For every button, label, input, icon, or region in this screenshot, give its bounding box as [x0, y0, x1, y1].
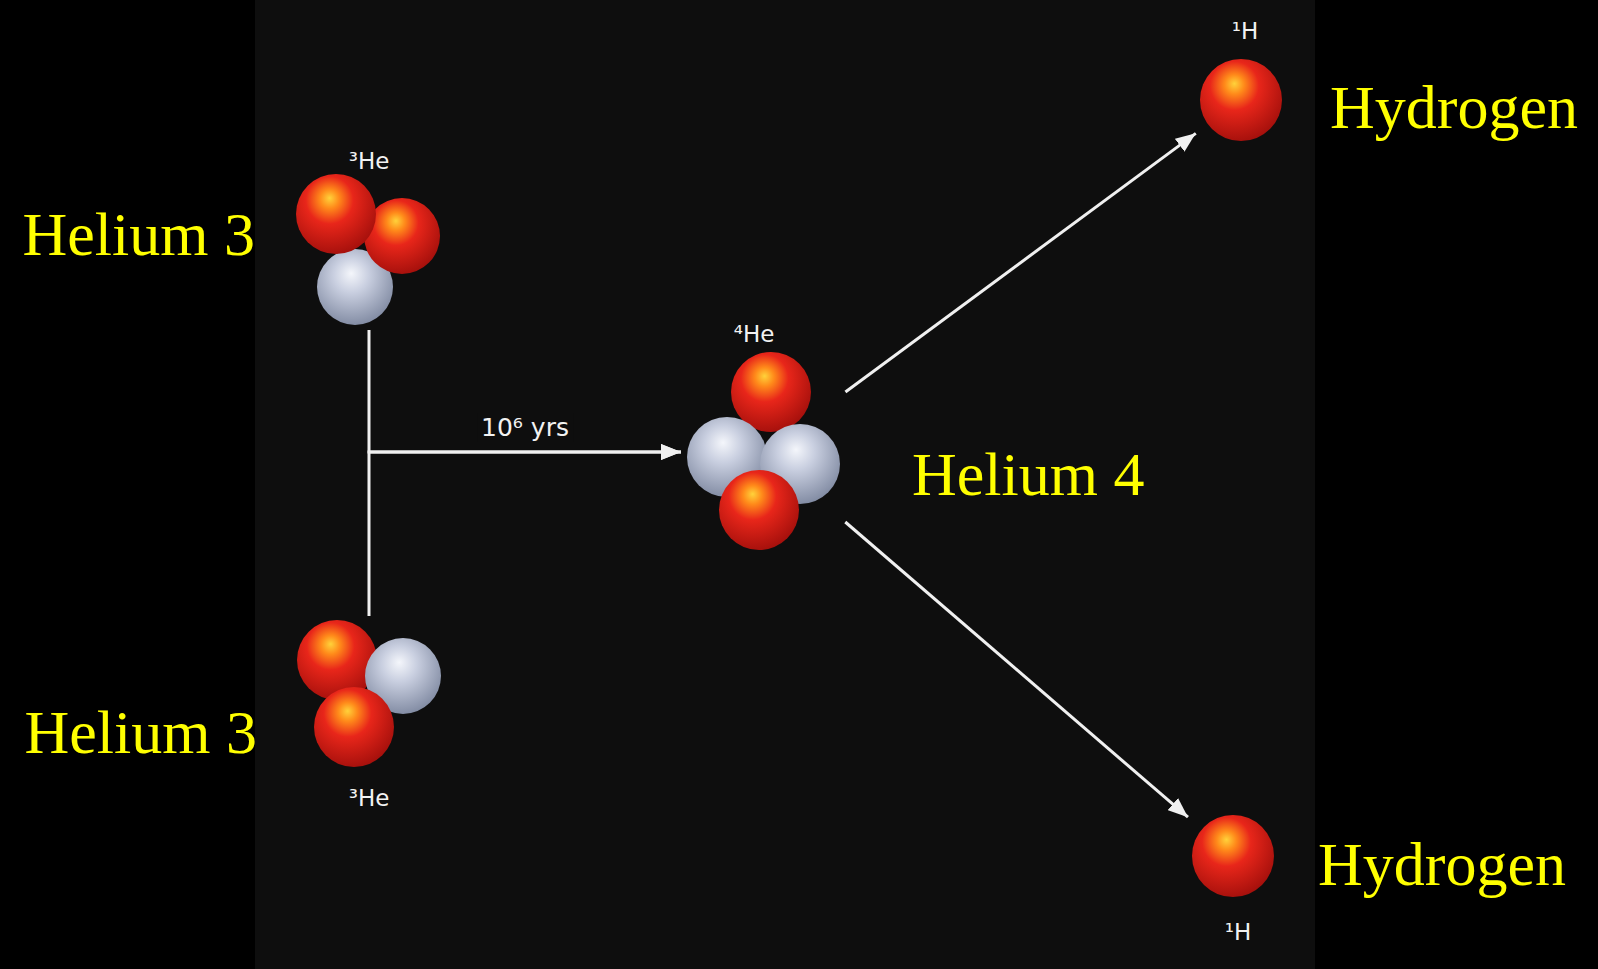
proton-sphere	[1192, 815, 1274, 897]
proton-sphere	[296, 174, 376, 254]
reaction-arrow	[369, 330, 681, 452]
isotope-symbol: ¹H	[1232, 18, 1259, 44]
isotope-name: Helium 3	[23, 200, 255, 268]
isotope-name: Helium 4	[912, 440, 1144, 508]
reaction-arrow	[845, 522, 1188, 817]
time-label: 10⁶ yrs	[477, 413, 573, 442]
proton-sphere	[314, 687, 394, 767]
proton-sphere	[1200, 59, 1282, 141]
nucleus-picture	[685, 352, 843, 552]
nucleus-node: ³HeHelium 3	[296, 619, 442, 769]
nucleus-picture	[1191, 814, 1275, 898]
nucleus-node: ¹HHydrogen	[1191, 814, 1275, 898]
isotope-name: Hydrogen	[1330, 73, 1578, 141]
nucleus-node: ³HeHelium 3	[298, 175, 440, 327]
reaction-arrow	[369, 452, 681, 616]
reaction-arrow	[845, 133, 1195, 392]
isotope-symbol: ⁴He	[734, 321, 775, 347]
image-panel	[255, 0, 1315, 969]
proton-sphere	[297, 620, 377, 700]
isotope-name: Helium 3	[25, 698, 257, 766]
proton-sphere	[731, 352, 811, 432]
isotope-name: Hydrogen	[1318, 830, 1566, 898]
isotope-symbol: ¹H	[1225, 919, 1252, 945]
proton-sphere	[719, 470, 799, 550]
nucleus-node: ¹HHydrogen	[1199, 58, 1283, 142]
nucleus-picture	[296, 619, 442, 769]
nucleus-picture	[1199, 58, 1283, 142]
isotope-symbol: ³He	[349, 148, 390, 174]
nucleus-picture	[298, 175, 440, 327]
isotope-symbol: ³He	[349, 785, 390, 811]
nucleus-node: ⁴HeHelium 4	[685, 352, 843, 552]
